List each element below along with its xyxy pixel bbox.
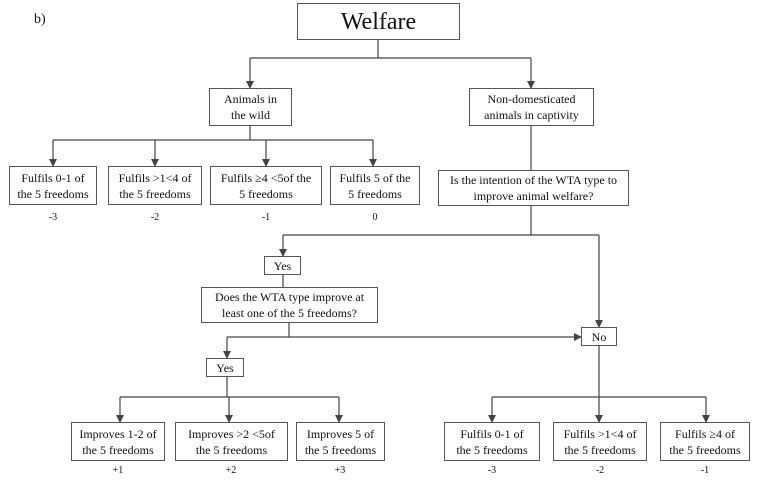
wild-score: -3 [48, 212, 58, 223]
node-captive-animals: Non-domesticated animals in captivity [469, 88, 594, 126]
no-score: -1 [700, 465, 710, 476]
question-intention: Is the intention of the WTA type to impr… [438, 170, 629, 206]
root-node-welfare: Welfare [297, 3, 460, 40]
wild-outcome-box: Fulfils 0-1 of the 5 freedoms [9, 166, 97, 205]
wild-score: -2 [150, 212, 160, 223]
wild-outcome-box: Fulfils ≥4 <5of the 5 freedoms [210, 166, 322, 205]
no-outcome-box: Fulfils ≥4 of the 5 freedoms [660, 422, 750, 461]
answer-no: No [581, 327, 617, 346]
improve-outcome-box: Improves 1-2 of the 5 freedoms [71, 422, 165, 461]
answer-yes-intention: Yes [264, 256, 301, 275]
improve-outcome-box: Improves >2 <5of the 5 freedoms [175, 422, 288, 461]
no-outcome-box: Fulfils 0-1 of the 5 freedoms [444, 422, 540, 461]
node-animals-in-wild: Animals in the wild [209, 88, 292, 126]
panel-label: b) [34, 12, 46, 27]
wild-score: -1 [261, 212, 271, 223]
improve-outcome-box: Improves 5 of the 5 freedoms [296, 422, 385, 461]
wild-score: 0 [372, 212, 378, 223]
answer-yes-improve: Yes [206, 358, 244, 377]
wild-outcome-box: Fulfils 5 of the 5 freedoms [330, 166, 420, 205]
improve-score: +2 [225, 465, 237, 476]
no-score: -3 [487, 465, 497, 476]
no-outcome-box: Fulfils >1<4 of the 5 freedoms [553, 422, 647, 461]
improve-score: +1 [112, 465, 124, 476]
wild-outcome-box: Fulfils >1<4 of the 5 freedoms [108, 166, 202, 205]
question-improve-freedoms: Does the WTA type improve at least one o… [201, 287, 378, 323]
no-score: -2 [595, 465, 605, 476]
improve-score: +3 [334, 465, 346, 476]
